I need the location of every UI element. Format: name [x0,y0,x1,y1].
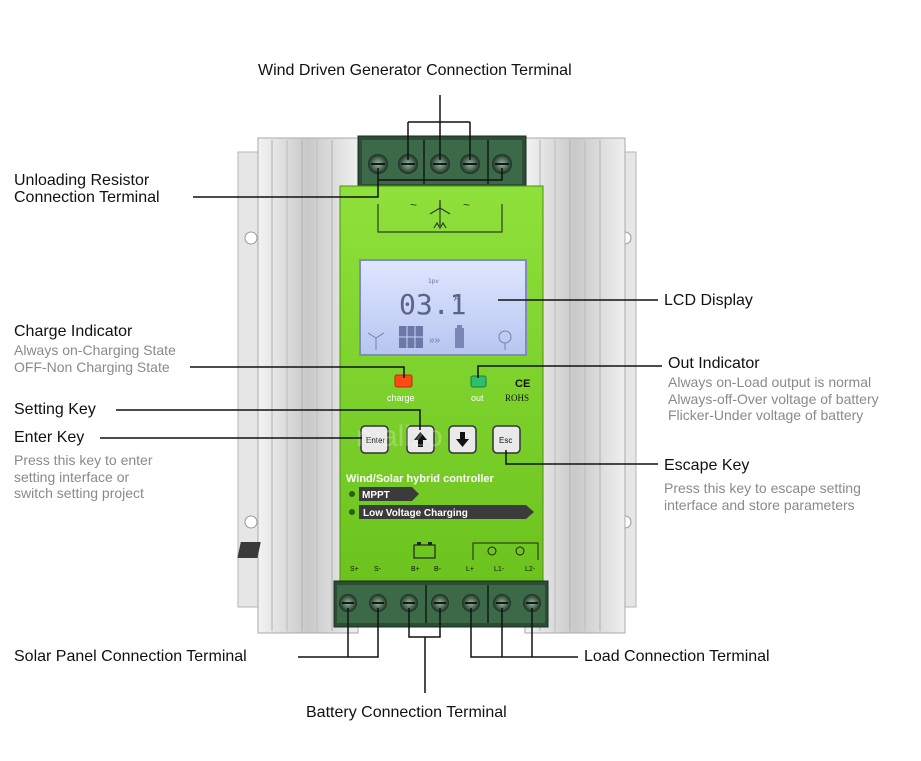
screw-terminal [430,154,450,174]
enter-key-callout-label: Enter Key [14,429,85,446]
charge-indicator-desc: Always on-Charging State OFF-Non Chargin… [14,342,176,375]
leader-solar [298,608,379,658]
battery-icon [413,542,436,559]
out-indicator-desc: Always on-Load output is normal Always-o… [668,374,879,424]
svg-text:~: ~ [410,198,417,212]
label-l-plus: L+ [466,566,474,573]
leader-load [470,608,578,658]
enter-desc-line: switch setting project [14,485,144,501]
wind-generator-label: Wind Driven Generator Connection Termina… [258,62,572,79]
ce-mark: CE [515,378,530,390]
escape-key-callout-label: Escape Key [664,457,750,474]
leader-unloading-resistor [193,168,503,198]
screw-terminal [431,594,449,612]
leader-wind-generator [407,95,471,160]
battery-terminal-label: Battery Connection Terminal [306,704,507,721]
esc-key[interactable]: Esc [492,425,521,454]
label-b-plus: B+ [411,566,420,573]
charge-desc-line: Always on-Charging State [14,342,176,358]
lcd-reading: 03.1 [399,288,466,321]
screw-terminal [523,594,541,612]
screw-terminal [493,594,511,612]
label-l1-minus: L1- [494,566,505,573]
bottom-terminal-block [333,580,549,628]
screw-terminal [339,594,357,612]
setting-key-label: Setting Key [14,401,96,418]
charge-led-label: charge [387,393,415,403]
out-desc-line: Always on-Load output is normal [668,374,872,390]
front-panel [339,185,544,583]
charge-indicator-label: Charge Indicator [14,323,133,340]
screw-terminal [460,154,480,174]
wind-turbine-symbol: ~ ~ [377,198,503,233]
lcd-wind-icon [367,332,385,350]
lcd-arrows: »» [429,335,441,346]
label-s-plus: S+ [350,566,359,573]
enter-key[interactable]: Enter [360,425,389,454]
screw-terminal [400,594,418,612]
unloading-resistor-label-2: Connection Terminal [14,189,160,206]
esc-key-label: Esc [499,436,512,445]
arrow-down-icon [456,432,469,447]
badge-low-voltage: Low Voltage Charging [349,505,534,519]
device-title: Wind/Solar hybrid controller [346,473,495,485]
screw-terminal [398,154,418,174]
screw-terminal [462,594,480,612]
badge-low-voltage-label: Low Voltage Charging [363,508,468,519]
enter-desc-line: Press this key to enter [14,452,153,468]
out-led-label: out [471,393,484,403]
leader-escape-key [505,450,658,465]
callout-lines [100,95,662,693]
enter-key-label: Enter [366,436,385,445]
leader-charge-indicator [190,366,405,378]
lcd-unit: A [454,293,460,303]
lcd-display: 1pv 03.1 A »» [359,259,527,356]
rohs-mark: ROHS [505,393,529,403]
enter-desc-line: setting interface or [14,468,130,485]
leader-setting-key [116,409,421,430]
lcd-lamp-icon [498,330,512,350]
arrow-up-icon [414,432,427,447]
label-b-minus: B- [434,566,442,573]
escape-desc-line: interface and store parameters [664,496,855,513]
leader-out-indicator [477,365,662,378]
enter-key-desc: Press this key to enter setting interfac… [14,452,153,502]
leader-battery [408,608,441,693]
screw-terminal [369,594,387,612]
lcd-display-label: LCD Display [664,292,753,309]
out-desc-line: Flicker-Under voltage of battery [668,407,864,423]
out-desc-line: Always-off-Over voltage of battery [668,390,879,407]
label-l2-minus: L2- [525,566,536,573]
solar-panel-icon [237,542,261,558]
load-terminal-label: Load Connection Terminal [584,648,770,665]
down-key[interactable] [448,425,477,454]
watermark: mallzo [356,420,443,453]
out-indicator-label: Out Indicator [668,355,760,372]
escape-desc-line: Press this key to escape setting [664,480,861,496]
solar-panel-terminal-label: Solar Panel Connection Terminal [14,648,247,665]
badge-mppt-label: MPPT [362,490,390,501]
screw-terminal [492,154,512,174]
badge-mppt: MPPT [349,487,419,501]
escape-key-desc: Press this key to escape setting interfa… [664,480,861,513]
unloading-resistor-label-1: Unloading Resistor [14,172,150,189]
lcd-small-label: 1pv [428,278,439,285]
lcd-solar-icon [399,326,423,348]
charge-desc-line: OFF-Non Charging State [14,358,170,375]
lcd-battery-icon [455,325,464,348]
svg-text:~: ~ [463,198,470,212]
load-bulb-icon [472,542,539,560]
label-s-minus: S- [374,566,382,573]
screw-terminal [368,154,388,174]
